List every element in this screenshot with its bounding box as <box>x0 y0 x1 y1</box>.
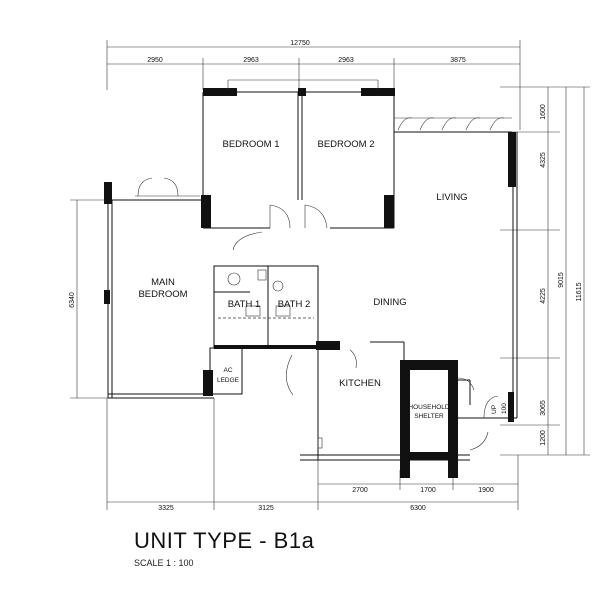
label-up-value: 100 <box>501 403 508 414</box>
dim-right-mid: 9015 <box>558 272 565 288</box>
label-main-bedroom-line1: MAIN <box>151 277 175 288</box>
drawing-title: UNIT TYPE - B1a <box>134 528 315 553</box>
dim-right-3: 4225 <box>540 288 547 304</box>
drawing-scale: SCALE 1 : 100 <box>134 558 194 568</box>
top-dimension-lines <box>106 40 521 130</box>
dim-top-3: 2963 <box>338 57 354 64</box>
dim-right-1: 1600 <box>540 104 547 120</box>
left-dimension-lines <box>70 199 110 399</box>
dim-bottom-k1: 2700 <box>352 487 368 494</box>
dim-bottom-k2: 1700 <box>420 487 436 494</box>
dim-bottom-3: 6300 <box>410 505 426 512</box>
label-main-bedroom-line2: BEDROOM <box>138 289 187 300</box>
dim-right-4: 3065 <box>540 400 547 416</box>
dim-right-2: 4325 <box>540 152 547 168</box>
label-ac-ledge-line1: AC <box>223 367 232 374</box>
dim-top-total: 12750 <box>290 40 310 47</box>
label-kitchen: KITCHEN <box>339 378 381 389</box>
dim-bottom-1: 3325 <box>158 505 174 512</box>
label-bath-2: BATH 2 <box>278 299 311 310</box>
label-up: UP <box>491 405 498 414</box>
dim-left-1: 6340 <box>69 292 76 308</box>
walls <box>104 88 518 478</box>
dim-bottom-2: 3125 <box>258 505 274 512</box>
dim-top-4: 3875 <box>450 57 466 64</box>
label-living: LIVING <box>436 192 467 203</box>
dim-top-1: 2950 <box>147 57 163 64</box>
label-bedroom-1: BEDROOM 1 <box>222 139 279 150</box>
label-ac-ledge-line2: LEDGE <box>217 377 240 384</box>
title-block: UNIT TYPE - B1a SCALE 1 : 100 <box>134 528 314 568</box>
windows-and-doors <box>135 79 512 451</box>
label-bedroom-2: BEDROOM 2 <box>317 139 374 150</box>
label-household-shelter-line2: SHELTER <box>414 413 444 420</box>
dim-right-total: 11615 <box>576 282 583 301</box>
dim-top-2: 2963 <box>243 57 259 64</box>
label-dining: DINING <box>373 297 406 308</box>
label-household-shelter-line1: HOUSEHOLD <box>408 404 449 411</box>
dim-bottom-k3: 1900 <box>478 487 494 494</box>
dim-right-5: 1200 <box>540 430 547 446</box>
bottom-dimension-lines <box>106 398 519 510</box>
label-bath-1: BATH 1 <box>228 299 261 310</box>
